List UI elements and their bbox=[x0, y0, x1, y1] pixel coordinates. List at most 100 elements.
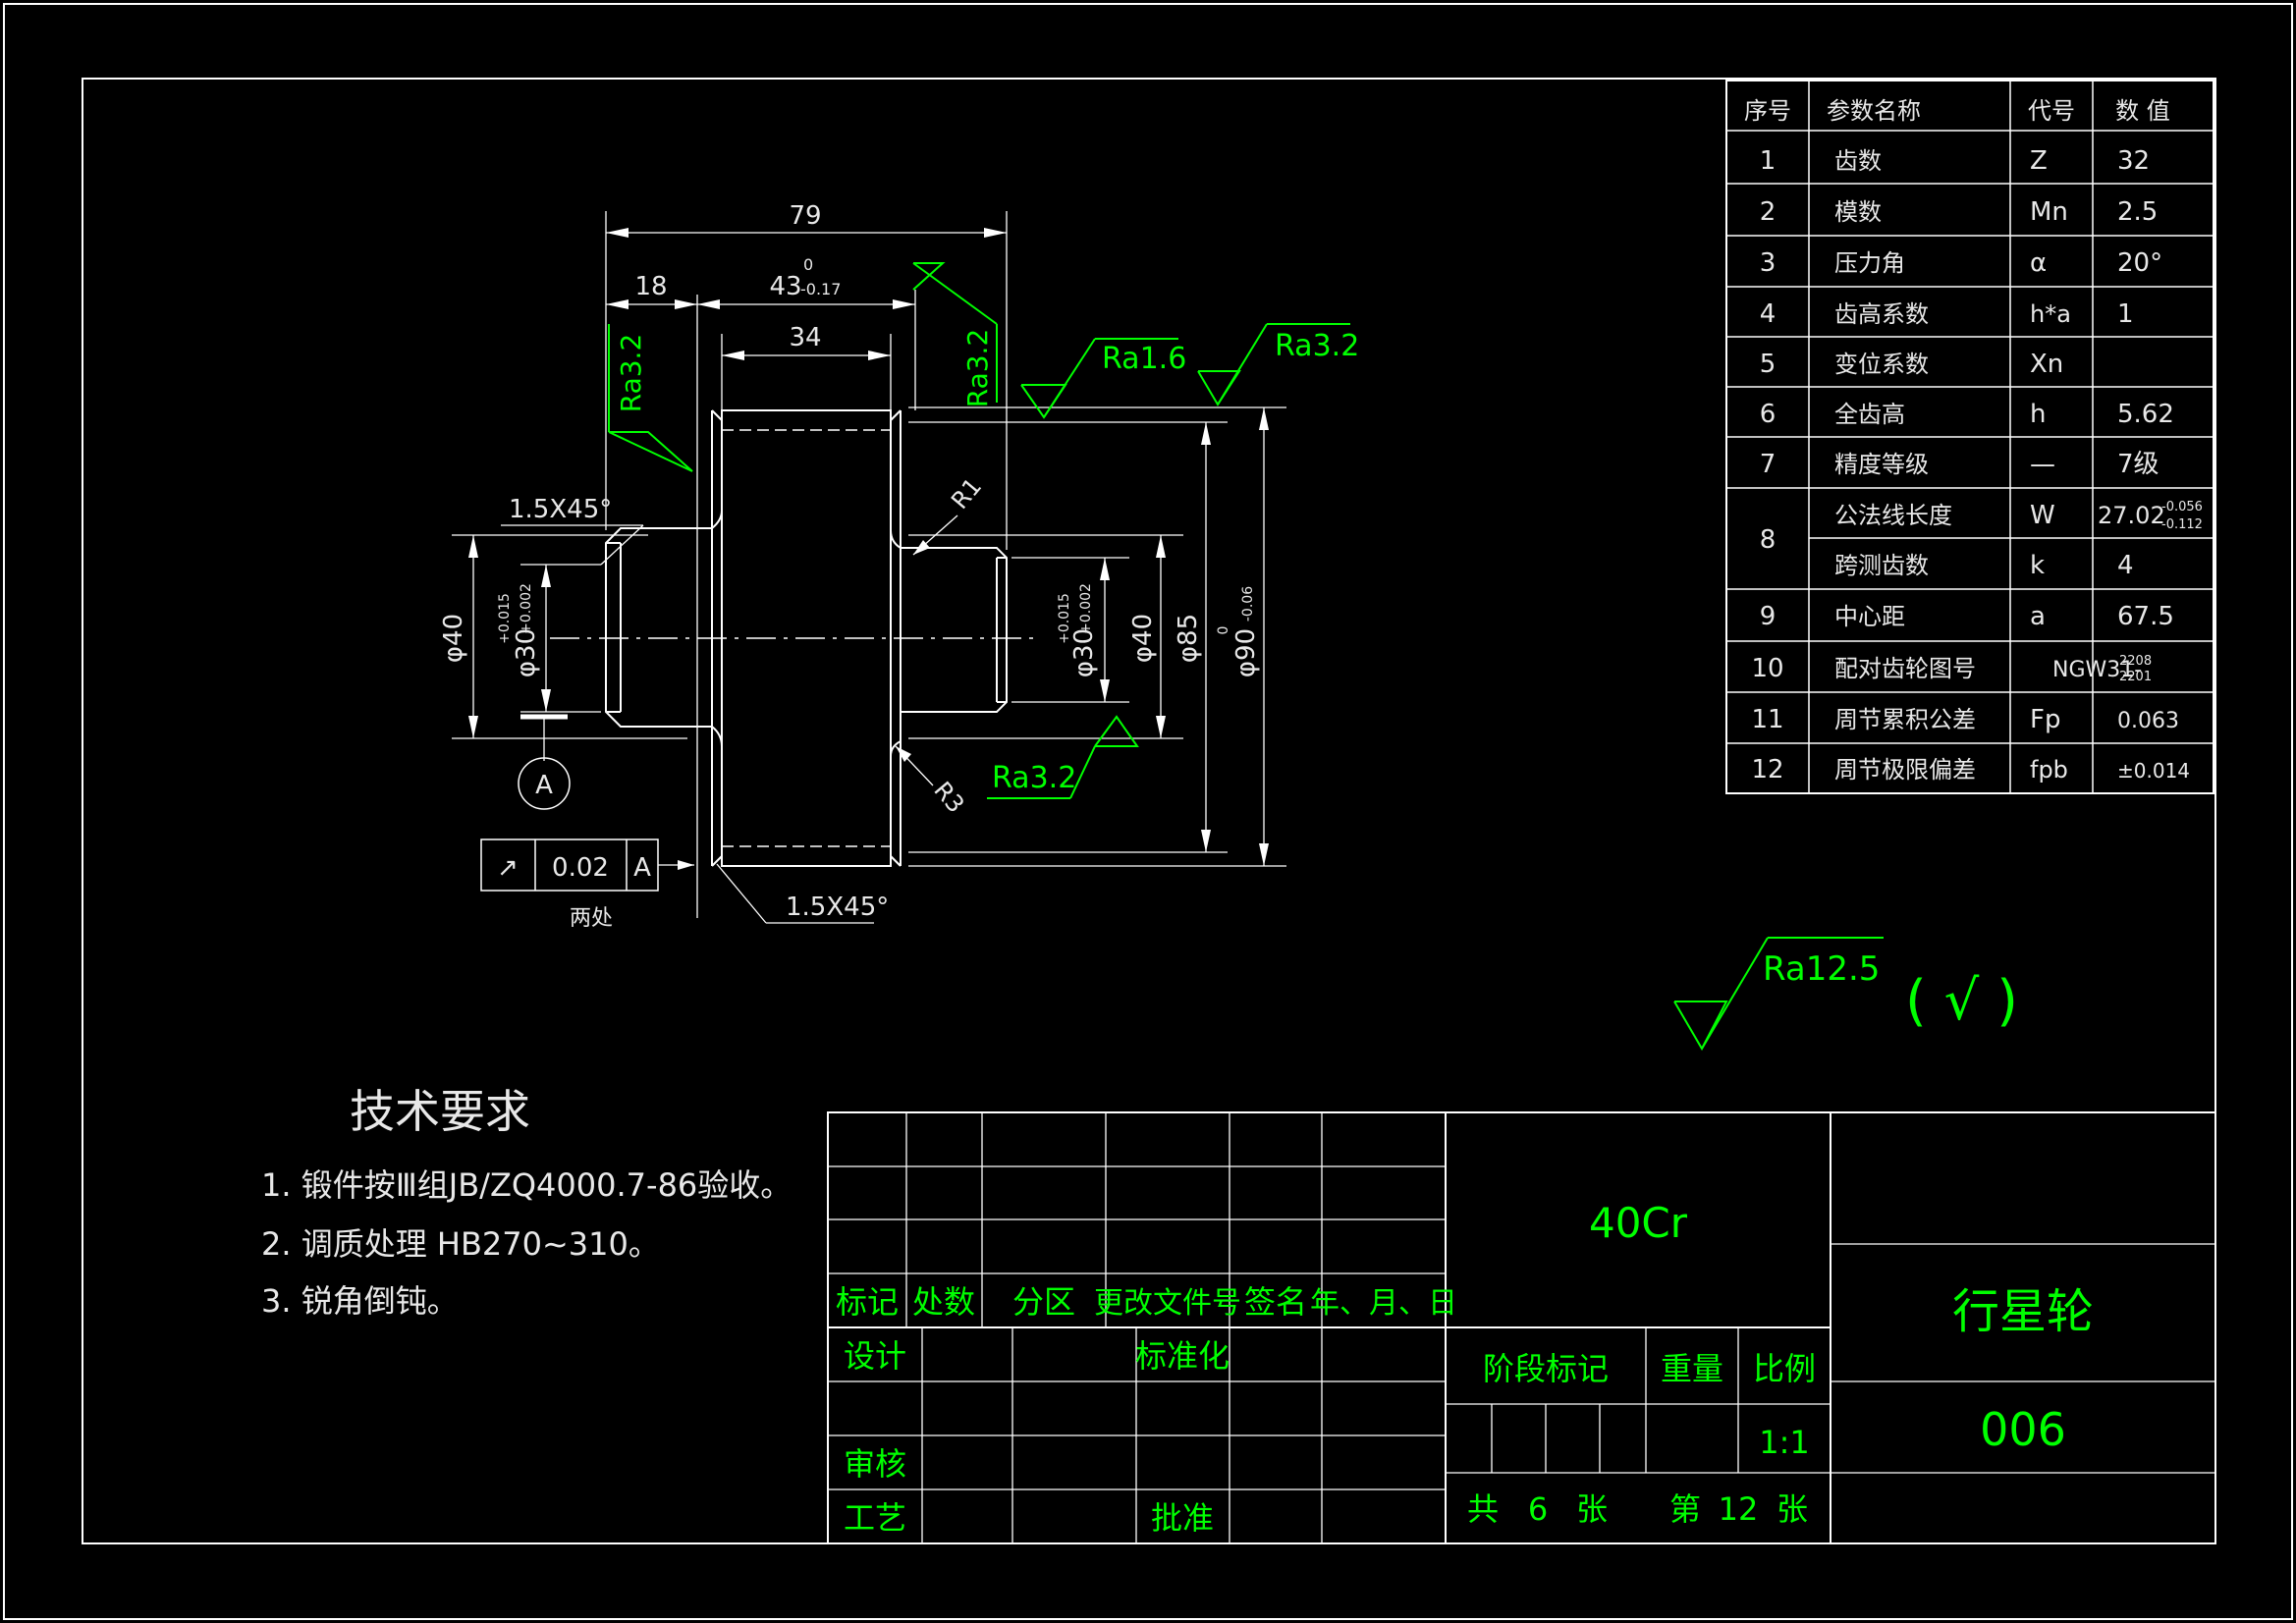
row-value: 32 bbox=[2117, 146, 2150, 176]
row-value: 2.5 bbox=[2117, 197, 2158, 227]
header-no: 序号 bbox=[1744, 97, 1791, 125]
label-process: 工艺 bbox=[844, 1499, 906, 1537]
row-name: 齿数 bbox=[1834, 147, 1882, 175]
row-name: 精度等级 bbox=[1834, 451, 1929, 478]
roughness-right-face: Ra3.2 bbox=[961, 329, 994, 408]
row-value: 67.5 bbox=[2117, 602, 2174, 631]
row-value: 20° bbox=[2117, 248, 2162, 278]
row-code: Xn bbox=[2030, 350, 2063, 379]
gear-body-outline bbox=[721, 409, 892, 867]
row-name: 压力角 bbox=[1834, 249, 1905, 277]
dimension-arrows bbox=[468, 228, 1269, 866]
row-value: 7级 bbox=[2117, 450, 2159, 479]
left-hub bbox=[605, 527, 712, 728]
dim-phi40-right: φ40 bbox=[1128, 614, 1158, 663]
row-code: h*a bbox=[2030, 300, 2071, 328]
dim-phi85: φ85 bbox=[1174, 614, 1203, 663]
dim-phi30-left: φ30 bbox=[512, 628, 541, 677]
tech-item: 3. 锐角倒钝。 bbox=[261, 1282, 459, 1320]
row-no: 1 bbox=[1760, 146, 1777, 176]
rev-header: 标记 bbox=[836, 1283, 899, 1321]
gtol-note: 两处 bbox=[570, 906, 613, 931]
row-code: Fp bbox=[2030, 705, 2060, 734]
dim-18: 18 bbox=[634, 272, 667, 301]
dim-phi90-tol-up: 0 bbox=[1216, 626, 1231, 635]
row-code: Z bbox=[2030, 146, 2048, 176]
label-sheet-unit2: 张 bbox=[1777, 1490, 1808, 1528]
row-no: 10 bbox=[1751, 654, 1783, 683]
dim-79: 79 bbox=[789, 201, 821, 231]
pair-num-top: 2208 bbox=[2119, 654, 2152, 669]
row-code: — bbox=[2030, 450, 2055, 479]
row-name: 中心距 bbox=[1834, 603, 1905, 630]
row-name: 跨测齿数 bbox=[1834, 552, 1929, 579]
label-total: 共 bbox=[1467, 1490, 1499, 1528]
title-block bbox=[827, 1111, 2216, 1544]
dim-43-tol-up: 0 bbox=[803, 255, 813, 274]
outer-border bbox=[3, 3, 2293, 1620]
row-no: 11 bbox=[1751, 705, 1783, 734]
roughness-top-mid: Ra1.6 bbox=[1102, 342, 1186, 376]
row-code: α bbox=[2030, 248, 2047, 278]
header-code: 代号 bbox=[2028, 97, 2075, 125]
label-weight: 重量 bbox=[1661, 1350, 1723, 1387]
dim-43: 43 bbox=[769, 272, 801, 301]
label-scale: 比例 bbox=[1753, 1350, 1816, 1387]
datum-a-circle bbox=[518, 757, 571, 810]
row-name: 公法线长度 bbox=[1834, 502, 1952, 529]
header-value: 数 值 bbox=[2115, 97, 2170, 125]
technical-requirements: 技术要求 1. 锻件按Ⅲ组JB/ZQ4000.7-86验收。 2. 调质处理 H… bbox=[261, 1085, 792, 1320]
row-no: 2 bbox=[1760, 197, 1777, 227]
rev-header: 更改文件号 bbox=[1094, 1286, 1241, 1321]
gtol-runout-symbol: ↗ bbox=[497, 853, 519, 883]
label-sheet-unit: 张 bbox=[1576, 1490, 1608, 1528]
row-no: 4 bbox=[1760, 299, 1777, 329]
row-code: fpb bbox=[2030, 756, 2068, 784]
roughness-top-right: Ra3.2 bbox=[1275, 329, 1359, 363]
row-no: 7 bbox=[1760, 450, 1777, 479]
dim-phi30-right-tol-lo: +0.002 bbox=[1078, 583, 1094, 634]
row-code: k bbox=[2030, 551, 2045, 580]
dim-phi40-left: φ40 bbox=[439, 614, 468, 663]
row-name: 变位系数 bbox=[1834, 351, 1929, 378]
dim-34: 34 bbox=[789, 323, 821, 352]
row-name: 周节累积公差 bbox=[1834, 706, 1976, 733]
rev-header: 分区 bbox=[1012, 1283, 1075, 1321]
roughness-left-face: Ra3.2 bbox=[615, 334, 647, 413]
dim-phi90: φ90 bbox=[1231, 628, 1261, 677]
dim-phi30-left-tol-up: +0.015 bbox=[497, 593, 513, 644]
parameter-table-headers: 序号 参数名称 代号 数 值 bbox=[1744, 97, 2170, 125]
chamfer-left-label: 1.5X45° bbox=[509, 495, 612, 524]
pair-num-bot: 2201 bbox=[2119, 670, 2152, 684]
row-code: a bbox=[2030, 602, 2046, 631]
row-value: NGW31- bbox=[2052, 658, 2142, 682]
gtol-value: 0.02 bbox=[552, 853, 609, 883]
label-sheet: 第 bbox=[1669, 1490, 1701, 1528]
label-review: 审核 bbox=[844, 1445, 906, 1483]
row-code: h bbox=[2030, 400, 2046, 429]
rev-header: 处数 bbox=[912, 1283, 975, 1321]
dim-43-tol-lo: -0.17 bbox=[800, 280, 841, 298]
row-no: 6 bbox=[1760, 400, 1777, 429]
w-tol-up: -0.056 bbox=[2161, 500, 2203, 514]
title-block-text: 标记 处数 分区 更改文件号 签名 年、月、日 设计 标准化 审核 工艺 批准 … bbox=[836, 1199, 2094, 1537]
row-no: 5 bbox=[1760, 350, 1777, 379]
rev-header: 年、月、日 bbox=[1310, 1286, 1457, 1321]
tech-title: 技术要求 bbox=[350, 1085, 530, 1138]
roughness-general: Ra12.5 bbox=[1763, 949, 1880, 989]
label-approve: 批准 bbox=[1151, 1499, 1214, 1537]
row-no: 8 bbox=[1760, 525, 1777, 555]
rev-header: 签名 bbox=[1244, 1283, 1307, 1321]
material: 40Cr bbox=[1589, 1199, 1688, 1247]
row-name: 齿高系数 bbox=[1834, 300, 1929, 328]
row-name: 模数 bbox=[1834, 198, 1882, 226]
right-hub bbox=[901, 547, 1008, 713]
row-value: 5.62 bbox=[2117, 400, 2174, 429]
drawing-number: 006 bbox=[1980, 1403, 2066, 1456]
scale-value: 1:1 bbox=[1759, 1424, 1810, 1461]
roughness-bore: Ra3.2 bbox=[992, 761, 1076, 795]
tech-item: 2. 调质处理 HB270~310。 bbox=[261, 1225, 660, 1263]
row-code: W bbox=[2030, 501, 2055, 530]
total-sheets: 6 bbox=[1528, 1490, 1548, 1528]
